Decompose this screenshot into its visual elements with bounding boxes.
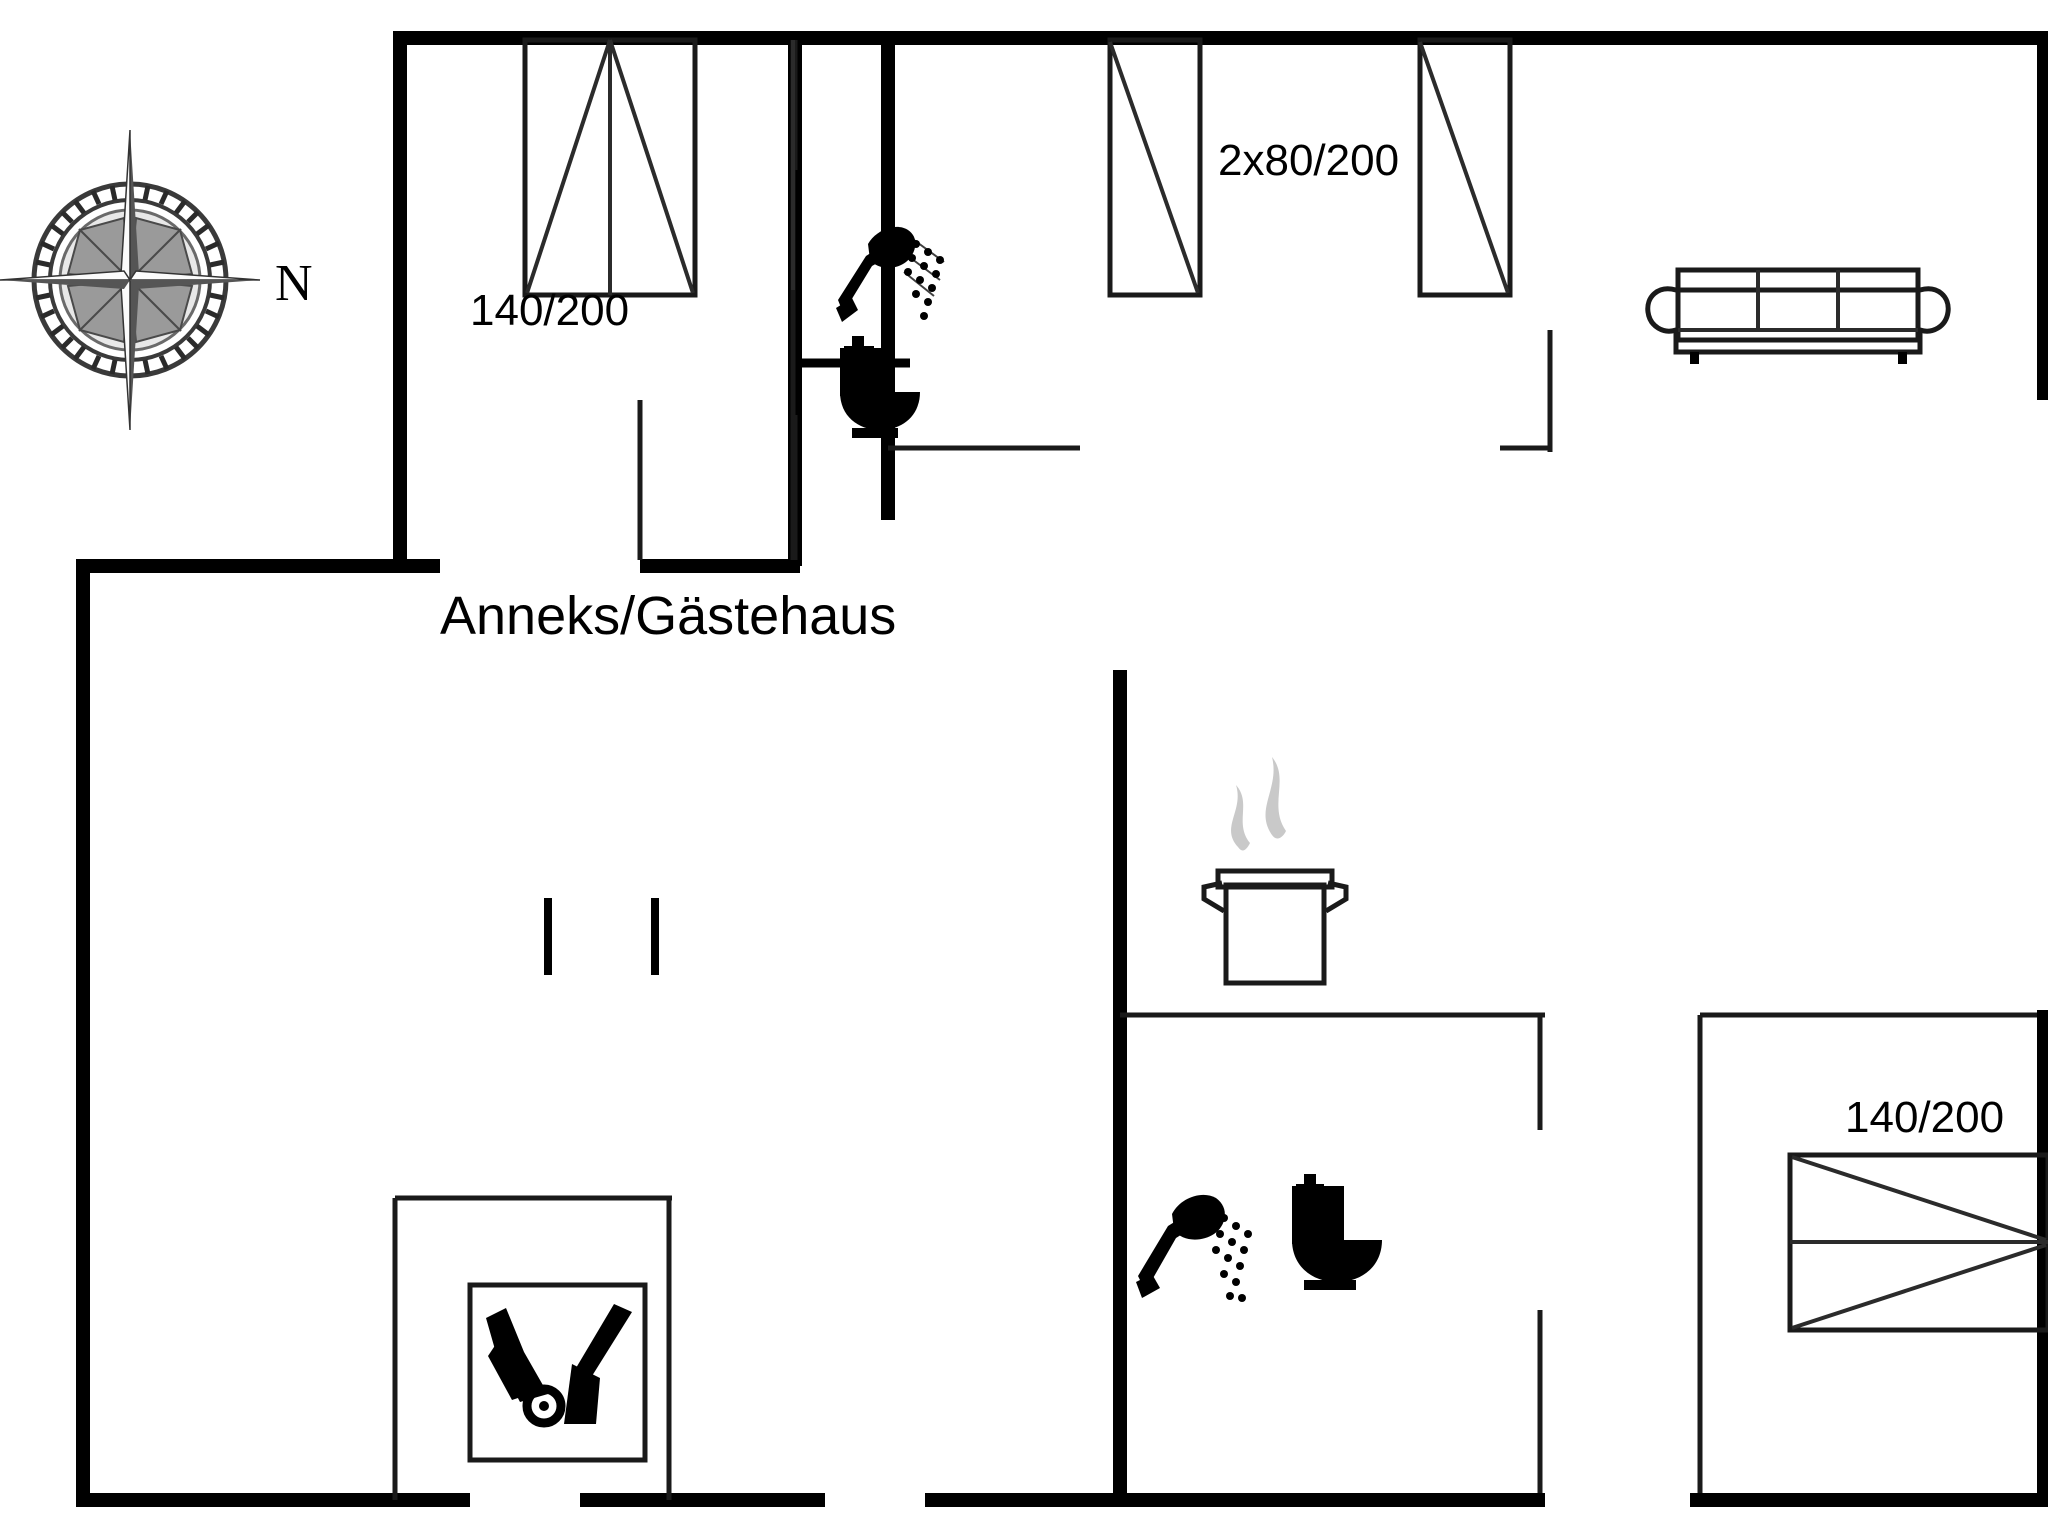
bed-double-bottom-right[interactable] xyxy=(1787,1152,2048,1333)
bed-label-bottom-right: 140/200 xyxy=(1845,1093,2004,1142)
bed-single-left[interactable] xyxy=(1107,37,1203,298)
toilet-icon-main xyxy=(1292,1174,1382,1290)
shower-icon-main xyxy=(1136,1194,1252,1302)
bed-double-top-left[interactable] xyxy=(522,37,698,298)
bed-label-top-left: 140/200 xyxy=(470,286,629,335)
walls-group xyxy=(76,31,2048,1507)
shower-icon-annex xyxy=(836,226,945,322)
toilet-icon-annex xyxy=(840,336,920,438)
furniture-group xyxy=(522,37,2048,1333)
compass-rose xyxy=(0,129,261,431)
cooking-pot-icon xyxy=(1201,757,1349,986)
bed-label-top-right: 2x80/200 xyxy=(1218,136,1399,185)
compass-north-label: N xyxy=(275,255,313,312)
bed-single-right[interactable] xyxy=(1417,37,1513,298)
garden-tools-icon xyxy=(467,1282,648,1463)
annex-label: Anneks/Gästehaus xyxy=(440,586,896,646)
sofa-icon[interactable] xyxy=(1645,267,1951,364)
